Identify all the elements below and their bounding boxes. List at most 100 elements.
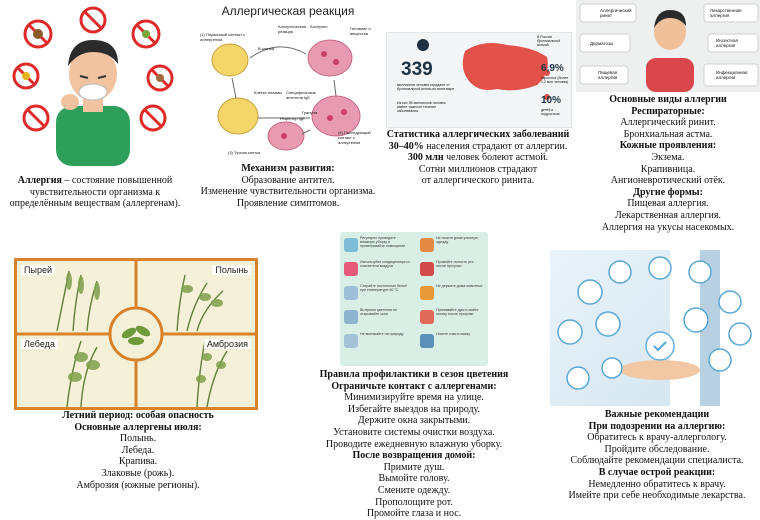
type-label-drug: Лекарственная аллергия — [710, 8, 742, 18]
label-plasma-cell: Клетка плазмы — [254, 90, 282, 95]
shower-icon — [420, 310, 434, 324]
allergy-definition-text: – состояние повышенной чувствительности … — [9, 175, 181, 210]
allergy-types-caption: Основные виды аллергии Респираторные: Ал… — [572, 94, 760, 233]
label-allergic-reaction: Аллергическая реакция — [278, 24, 307, 34]
plant-label-wormwood: Полынь — [212, 265, 251, 275]
stat-339-text: миллионов человек страдают от бронхиальн… — [397, 83, 455, 91]
plant-label-orache: Лебеда — [21, 339, 58, 349]
prevention-title: Правила профилактики в сезон цветения — [319, 369, 509, 380]
label-first-contact: (1) Первичный контакт с аллергеном — [200, 32, 246, 42]
asthma-statistics-infographic: 339 миллионов человек страдают от бронхи… — [386, 32, 572, 128]
rule-row: Не носите дома уличную одежду — [436, 236, 478, 244]
doctor-medical-icons-image — [550, 250, 760, 406]
glasses-mask-icon — [420, 334, 434, 348]
stat-line-2-bold: 300 млн — [407, 152, 444, 164]
recommendation-item: Обратитесь к врачу-аллергологу. — [587, 432, 727, 444]
allergy-term: Аллергия — [17, 175, 62, 186]
type-label-infection: Инфекционная аллергия — [716, 70, 748, 80]
prevention-item: Примите душ. — [383, 461, 445, 473]
clothes-icon — [420, 238, 434, 252]
prevention-item: Проводите ежедневную влажную уборку. — [325, 438, 503, 450]
rule-row: Используйте кондиционеры и очистители во… — [360, 260, 410, 268]
statistics-caption: Статистика аллергических заболеваний 30–… — [380, 129, 576, 187]
summer-subtitle: Основные аллергены июля: — [74, 421, 202, 433]
allergy-definition-caption: Аллергия – состояние повышенной чувствит… — [0, 175, 190, 210]
recommendation-item: Немедленно обратитесь к врачу. — [588, 478, 726, 490]
stat-6-9-text: взрослых (более 1,2 млн человек) — [541, 76, 569, 84]
rule-row: Регулярно проводите влажную уборку и про… — [360, 236, 406, 248]
types-item: Ангионевротический отёк. — [610, 175, 726, 187]
stat-line-1-bold: 30–40% — [388, 140, 424, 152]
type-label-dermatosis: Дерматозы — [590, 41, 614, 46]
plant-label-ragweed: Амброзия — [203, 339, 251, 349]
label-subsequent: (4) Последующий контакт с аллергеном — [338, 130, 371, 145]
prevention-item: Избегайте выездов на природу. — [347, 403, 481, 415]
doctor-svg — [557, 250, 760, 406]
recommendation-item: Пройдите обследование. — [604, 443, 710, 455]
wet-cleaning-icon — [344, 238, 358, 252]
allergy-types-illustration: Аллергический ринит Дерматозы Пищевая ал… — [576, 0, 760, 92]
rule-row: Принимайте душ и мойте голову после прог… — [436, 308, 479, 316]
mechanism-line-3: Проявление симптомов. — [236, 197, 340, 209]
rule-row: Во время цветения не открывайте окна — [360, 308, 398, 316]
closed-window-icon — [344, 310, 358, 324]
label-b-cell: B-клетка — [258, 46, 275, 51]
types-item: Крапивница. — [640, 163, 696, 175]
types-group3-title: Другие формы: — [633, 186, 703, 198]
rule-row: Промойте полость рта после прогулки — [436, 260, 474, 268]
reaction-diagram-title: Аллергическая реакция — [221, 4, 355, 18]
no-pets-icon — [420, 286, 434, 300]
prevention-subtitle-2: После возвращения домой: — [352, 450, 476, 462]
prevention-item: Вымойте голову. — [378, 473, 450, 485]
types-item: Аллергия на укусы насекомых. — [601, 221, 735, 233]
mechanism-heading: Механизм развития: — [241, 163, 335, 174]
label-granule: Гранула — [302, 110, 318, 115]
stat-line-1-rest: населения страдают от аллергии. — [423, 140, 568, 152]
stat-10-percent: 10% — [541, 95, 562, 106]
prevention-item: Держите окна закрытыми. — [357, 415, 471, 427]
recommendation-item: Соблюдайте рекомендации специалиста. — [570, 455, 744, 467]
allergy-person-svg — [12, 6, 174, 166]
types-group2-title: Кожные проявления: — [619, 140, 717, 152]
label-receptor: Рецептор IgE — [280, 116, 305, 121]
recommendations-caption: Важные рекомендации При подозрении на ал… — [554, 409, 760, 502]
mechanism-line-2: Изменение чувствительности организма. — [200, 186, 376, 198]
type-label-food: Пищевая аллергия — [598, 70, 618, 80]
types-person-svg — [579, 3, 759, 92]
allergy-person-illustration — [8, 6, 178, 166]
prevention-item: Минимизируйте время на улице. — [344, 392, 484, 404]
types-item: Бронхиальная астма. — [623, 128, 713, 140]
rule-row: Носите очки и маску — [436, 332, 471, 336]
mechanism-line-1: Образование антител. — [241, 174, 335, 186]
stat-36-text: Из них 36 миллионов человек имеют тяжело… — [397, 101, 446, 113]
plants-svg — [17, 261, 255, 407]
stat-6-9-percent: 6,9% — [541, 63, 564, 74]
stat-339: 339 — [401, 59, 433, 80]
no-nature-trip-icon — [344, 334, 358, 348]
allergen-item: Лебеда. — [121, 444, 155, 456]
types-group1-title: Респираторные: — [631, 105, 705, 117]
types-title: Основные виды аллергии — [609, 94, 727, 105]
types-item: Экзема. — [651, 151, 685, 163]
prevention-infographic: Регулярно проводите влажную уборку и про… — [340, 232, 488, 366]
allergenic-plants-image: Пырей Полынь Лебеда Амброзия — [14, 258, 258, 410]
label-antibody: Специфические антитела IgE — [286, 90, 316, 100]
russia-map-svg — [417, 39, 550, 100]
label-histamine: Гистамин и вещества — [350, 26, 371, 36]
statistics-heading: Статистика аллергических заболеваний — [386, 129, 570, 140]
stat-line-3: Сотни миллионов страдают от аллергическо… — [418, 163, 538, 187]
recommendations-title: Важные рекомендации — [604, 409, 710, 420]
summer-allergens-caption: Летний период: особая опасность Основные… — [28, 410, 248, 491]
rule-row: Стирайте постельное бельё при температур… — [360, 284, 407, 292]
summer-title: Летний период: особая опасность — [62, 410, 214, 421]
stat-10-text: детей и подростков — [541, 108, 560, 116]
allergen-item: Крапива. — [118, 456, 158, 468]
prevention-item: Установите системы очистки воздуха. — [333, 426, 495, 438]
types-item: Аллергический ринит. — [620, 117, 716, 129]
rule-row: Не выезжайте на природу — [360, 332, 404, 336]
recommendations-subtitle-2: В случае острой реакции: — [598, 466, 716, 478]
stat-russia-text: В России бронхиальной астмой — [537, 35, 561, 47]
allergen-item: Полынь. — [119, 433, 157, 445]
prevention-caption: Правила профилактики в сезон цветения Ог… — [298, 369, 530, 520]
label-allergen: Аллерген — [310, 24, 328, 29]
